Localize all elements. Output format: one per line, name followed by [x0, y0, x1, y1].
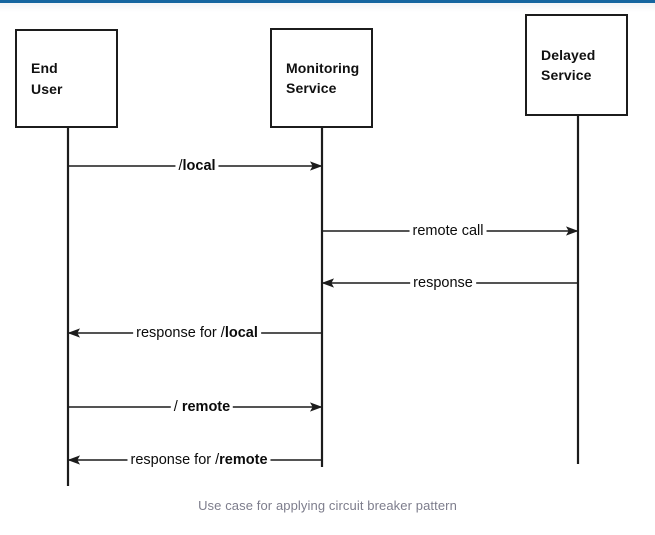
message-label-remote-call: remote call: [409, 222, 487, 239]
top-gradient-fade: [0, 3, 655, 12]
message-label-regular: /: [173, 398, 182, 415]
participant-label-line1: Monitoring: [286, 59, 360, 76]
participant-label-line1: End: [31, 60, 58, 77]
message-label-remote-response: response: [410, 276, 476, 291]
message-label-regular: response for /: [130, 451, 220, 468]
message-label-bold: remote: [219, 451, 268, 468]
message-label-regular: remote call: [412, 222, 484, 239]
participant-label-line2: Service: [541, 67, 592, 83]
participant-box-end-user[interactable]: End User: [15, 29, 118, 128]
message-label-local-request: /local: [175, 157, 219, 174]
message-label-regular: response: [413, 274, 473, 291]
message-label-local-response: response for /local: [133, 326, 261, 341]
message-label-regular: /: [178, 157, 183, 174]
participant-label-line2: Service: [286, 80, 337, 96]
participant-label-line1: Delayed: [541, 46, 596, 63]
lifelines-group: [66, 116, 580, 486]
participant-box-delayed-service[interactable]: Delayed Service: [525, 14, 628, 116]
diagram-caption: Use case for applying circuit breaker pa…: [198, 498, 457, 513]
participant-box-monitoring-service[interactable]: Monitoring Service: [270, 28, 373, 128]
top-accent-bar: [0, 0, 655, 3]
message-label-bold: local: [182, 157, 216, 174]
message-label-remote-response-user: response for /remote: [127, 451, 271, 468]
message-label-regular: response for /: [136, 324, 225, 341]
message-label-remote-request: / remote: [170, 398, 234, 415]
participant-label-line2: User: [31, 80, 63, 97]
message-label-bold: local: [224, 324, 258, 341]
message-label-bold: remote: [181, 398, 231, 415]
